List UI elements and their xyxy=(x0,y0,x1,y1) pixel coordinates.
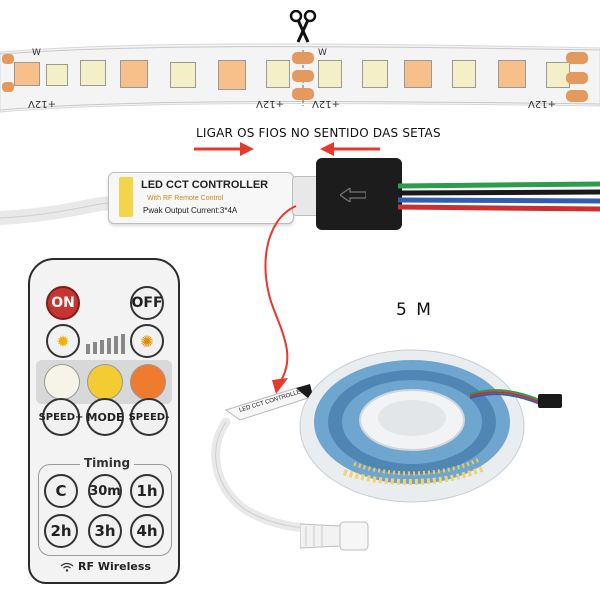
reel-wire-right xyxy=(470,374,570,414)
arrow-left-icon xyxy=(318,140,380,158)
brightness-down-button[interactable]: ✹ xyxy=(46,324,80,358)
scissors-icon xyxy=(288,10,318,44)
neutral-white-button[interactable] xyxy=(87,364,123,400)
voltage-label: +12V xyxy=(28,98,56,109)
on-button[interactable]: ON xyxy=(46,286,80,320)
led-chip-warm xyxy=(14,62,40,86)
led-chip-warm xyxy=(404,60,432,88)
led-chip-cool xyxy=(46,64,68,86)
led-chip-cool xyxy=(362,60,388,88)
solder-pad xyxy=(292,70,314,82)
strip-length-label: 5 M xyxy=(396,300,433,320)
pad-label: W xyxy=(32,48,41,58)
dc-jack xyxy=(300,516,372,556)
solder-pad xyxy=(2,54,14,64)
voltage-label: +12V xyxy=(528,98,556,109)
wiring-instruction: LIGAR OS FIOS NO SENTIDO DAS SETAS xyxy=(196,126,441,140)
sun-bright-icon: ✺ xyxy=(140,331,154,351)
controller-subtitle: With RF Remote Control xyxy=(147,195,224,202)
led-chip-warm xyxy=(80,60,106,86)
connection-arrow xyxy=(250,200,330,400)
solder-pad xyxy=(2,82,14,92)
led-chip-cool xyxy=(170,62,196,88)
led-chip-warm xyxy=(120,60,148,88)
timer-1h-button[interactable]: 1h xyxy=(130,474,164,508)
voltage-label: +12V xyxy=(256,98,284,109)
timer-30m-button[interactable]: 30m xyxy=(88,474,122,508)
wifi-icon xyxy=(60,562,74,572)
controller-stripe xyxy=(119,177,133,217)
controller-title: LED CCT CONTROLLER xyxy=(141,179,269,191)
timer-2h-button[interactable]: 2h xyxy=(44,514,78,548)
rgbw-wires xyxy=(398,178,600,218)
timer-c-button[interactable]: C xyxy=(44,474,78,508)
arrow-left-icon xyxy=(340,188,366,202)
pad-label: W xyxy=(318,48,327,58)
brightness-level-icon xyxy=(84,330,128,354)
led-chip-warm xyxy=(218,60,246,90)
led-chip-warm xyxy=(498,60,526,88)
led-chip-cool xyxy=(318,60,342,88)
led-chip-cool xyxy=(266,60,290,88)
solder-pad xyxy=(566,72,588,84)
rgbw-plug xyxy=(316,158,402,230)
timing-label: Timing xyxy=(80,456,135,470)
warm-orange-button[interactable] xyxy=(130,364,166,400)
controller-output-text: Pwak Output Current:3*4A xyxy=(143,206,238,215)
led-reel xyxy=(294,336,528,506)
voltage-label: +12V xyxy=(312,98,340,109)
controller-body: LED CCT CONTROLLER With RF Remote Contro… xyxy=(108,172,294,224)
arrow-right-icon xyxy=(194,140,256,158)
small-controller: LED CCT CONTROLLER xyxy=(220,384,312,422)
warm-white-button[interactable] xyxy=(44,364,80,400)
rf-remote: ON OFF ✹ ✺ SPEED+ MODE SPEED- Timing C 3… xyxy=(28,258,180,584)
off-button[interactable]: OFF xyxy=(130,286,164,320)
led-chip-cool xyxy=(452,60,476,88)
mode-button[interactable]: MODE xyxy=(86,398,124,436)
speed-minus-button[interactable]: SPEED- xyxy=(129,398,169,436)
controller-cable-left xyxy=(0,188,130,228)
solder-pad xyxy=(292,52,314,64)
brand-label: RF Wireless xyxy=(78,560,151,573)
solder-pad xyxy=(566,90,588,102)
solder-pad xyxy=(566,52,588,64)
brightness-up-button[interactable]: ✺ xyxy=(130,324,164,358)
solder-pad xyxy=(292,88,314,100)
sun-dim-icon: ✹ xyxy=(56,331,70,351)
timer-4h-button[interactable]: 4h xyxy=(130,514,164,548)
speed-plus-button[interactable]: SPEED+ xyxy=(39,398,83,436)
timer-3h-button[interactable]: 3h xyxy=(88,514,122,548)
